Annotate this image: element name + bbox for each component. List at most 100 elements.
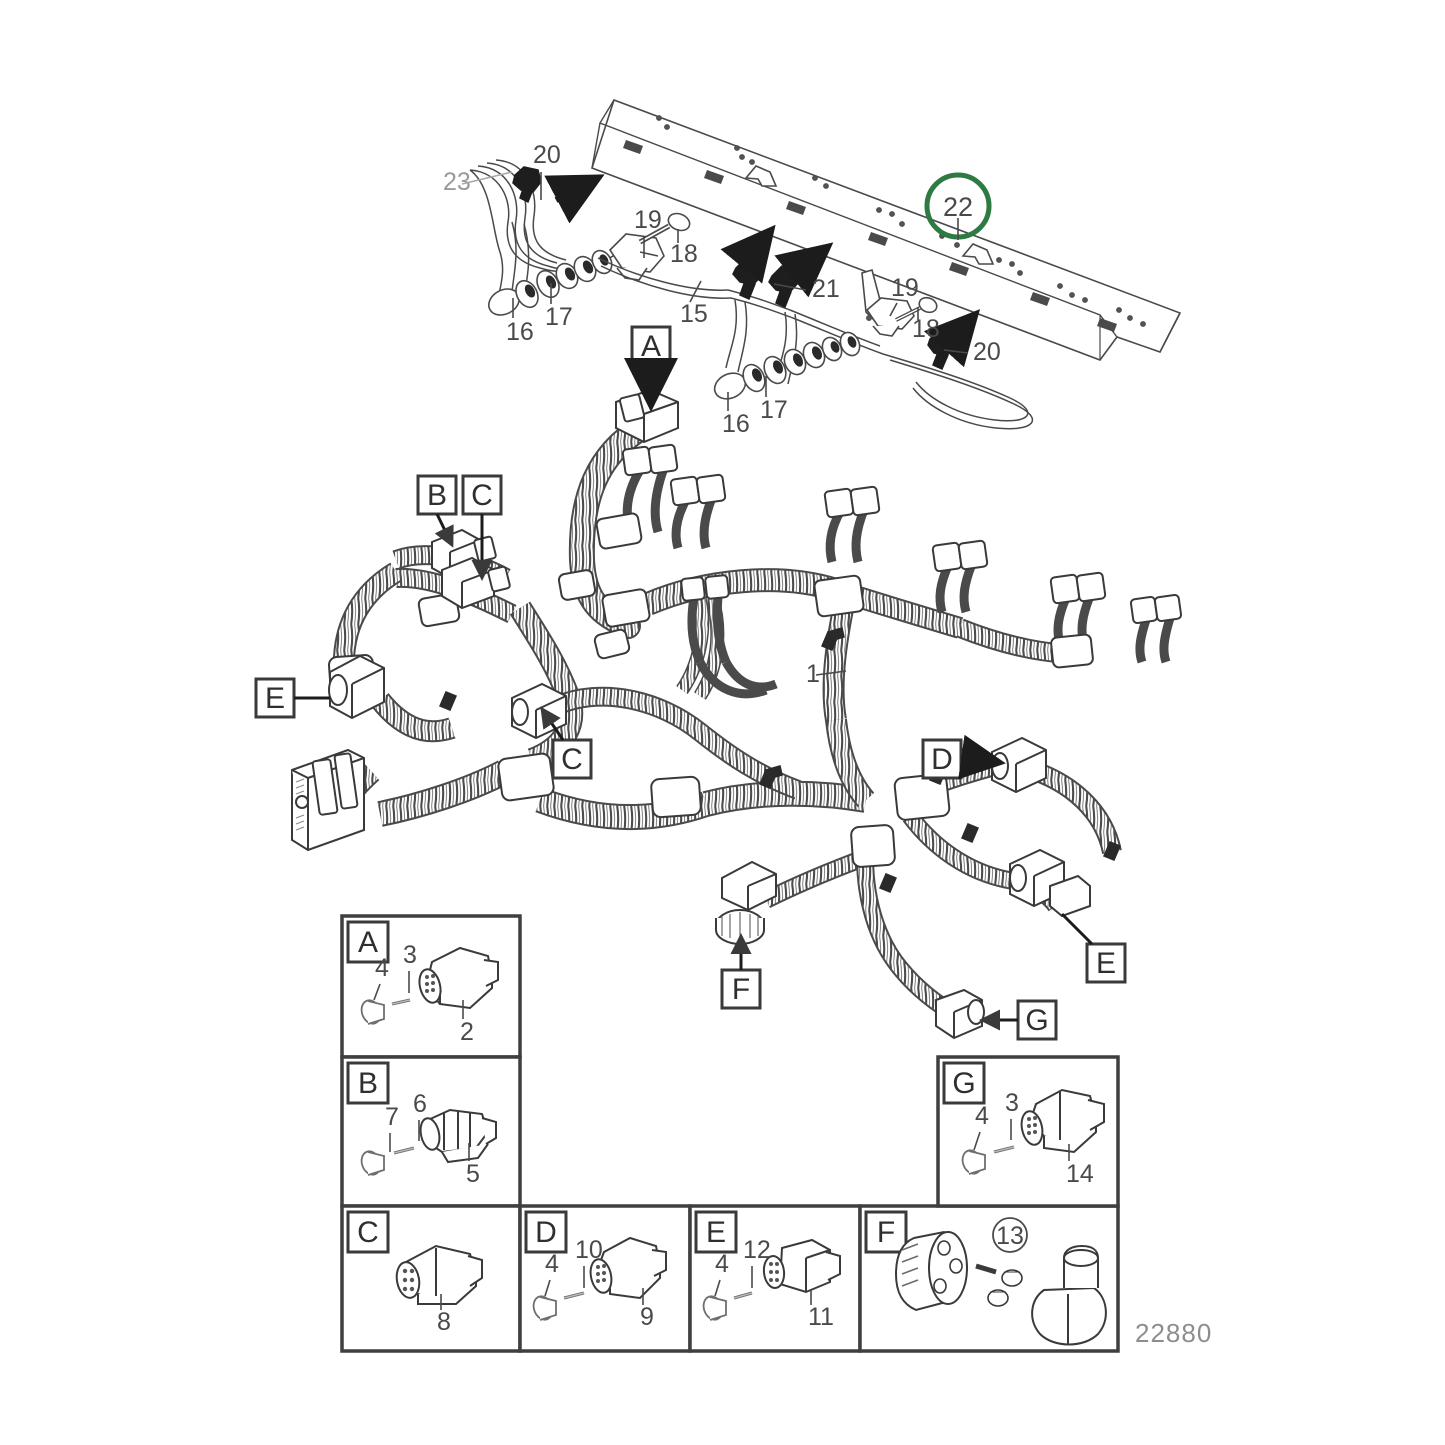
connector-e-left [328,654,385,720]
callout-label: 20 [973,338,1001,366]
part-number: 2 [460,1018,474,1046]
panel-key-box [942,1061,986,1105]
panel-key-label: A [358,926,378,959]
callout-label: 21 [812,275,840,303]
callout-20-right: 20 [943,338,1001,366]
callout-18-right: 18 [912,308,940,343]
callout-21: 21 [773,275,840,303]
panel-key-label: B [358,1067,378,1100]
part-number: 6 [413,1090,427,1118]
highlight-label: 22 [943,192,973,222]
part-number: 14 [1066,1160,1094,1188]
panel-key-label: D [535,1216,557,1249]
part-13-circled: 13 [992,1217,1028,1253]
callout-17-right: 17 [760,376,788,424]
panel-key-box [694,1210,738,1254]
assembly-arrows [544,174,981,368]
detail-panel-A: A 4 3 [340,914,522,1059]
marker-B[interactable]: B [416,474,458,548]
callout-18-left: 18 [670,229,698,268]
detail-panel-F: F [858,1204,1120,1353]
part-number: 12 [743,1236,771,1264]
detail-panel-B: B 7 6 5 [340,1055,522,1208]
panel-key-box [524,1210,568,1254]
marker-C-2[interactable]: C [540,706,593,780]
part-number: 4 [375,954,389,982]
panel-key-box [346,1210,390,1254]
callout-label: 17 [760,396,788,424]
panel-key-label: C [357,1216,379,1249]
marker-G[interactable]: G [979,999,1058,1041]
callout-label: 18 [670,240,698,268]
detail-markers: A B C E C [254,325,1127,1041]
callout-17-left: 17 [545,283,573,331]
detail-panel-C: C 8 [340,1204,522,1353]
callout-label: 1 [806,660,820,688]
panel-key-label: E [706,1216,726,1249]
callout-16-right: 16 [722,392,750,438]
callout-label: 15 [680,300,708,328]
rail-bracket-left [608,212,691,281]
drawing-number: 22880 [1135,1318,1212,1348]
part-number: 5 [466,1160,480,1188]
harness-junctions [327,512,1094,868]
panel-key-box [864,1210,908,1254]
marker-label: B [427,479,447,512]
marker-E[interactable]: E [254,677,330,719]
mounting-rail-assembly: 23 20 16 17 19 18 [443,98,1182,438]
part-number: 4 [545,1250,559,1278]
marker-label: C [471,479,493,512]
callout-label: 19 [634,206,662,234]
callout-19-right: 19 [889,274,919,317]
part-number: 9 [640,1303,654,1331]
marker-label: G [1025,1004,1048,1037]
callout-20-left: 20 [533,141,561,200]
callout-19-left: 19 [634,206,662,258]
callout-label: 23 [443,168,471,196]
top-callouts: 23 20 16 17 19 18 [443,141,1001,438]
part-number: 13 [996,1222,1024,1250]
callout-label: 19 [891,274,919,302]
callout-label: 16 [722,410,750,438]
connector-e-right [1009,848,1091,918]
callout-23: 23 [443,168,513,196]
panel-key-box [346,1061,390,1105]
detail-panel-E: E 4 12 11 [688,1204,862,1353]
marker-label: E [1096,947,1116,980]
detail-panel-D: D 4 10 9 [518,1204,692,1353]
callout-label: 18 [912,315,940,343]
part-number: 8 [437,1308,451,1336]
marker-label: C [561,743,583,776]
callout-label: 16 [506,318,534,346]
ecu-connector-block [291,748,365,852]
marker-F[interactable]: F [720,933,762,1010]
marker-label: F [732,973,750,1006]
marker-E-2[interactable]: E [1060,912,1127,984]
marker-C[interactable]: C [461,474,503,581]
panel-key-label: G [952,1067,975,1100]
panel-key-label: F [877,1216,895,1249]
part-number: 3 [403,941,417,969]
detail-panel-G: G 4 3 14 [936,1055,1120,1208]
marker-label: D [931,743,953,776]
part-number: 4 [715,1250,729,1278]
main-harness-assembly: 1 A B C E [254,325,1183,1041]
marker-label: E [265,682,285,715]
callout-16-left: 16 [506,298,534,346]
part-number: 4 [975,1102,989,1130]
connector-f-round [715,860,777,946]
marker-D[interactable]: D [921,734,1006,780]
marker-A[interactable]: A [624,325,678,412]
part-number: 3 [1005,1089,1019,1117]
highlight-marker-22[interactable]: 22 [924,172,992,240]
callout-1: 1 [806,660,847,688]
part-number: 11 [808,1303,834,1331]
panel-key-box [346,920,390,964]
detail-panel-grid: A 4 3 [340,914,1120,1353]
callout-label: 17 [545,303,573,331]
callout-15: 15 [680,280,708,328]
connector-g-bottom [935,988,985,1040]
part-number: 7 [385,1103,399,1131]
